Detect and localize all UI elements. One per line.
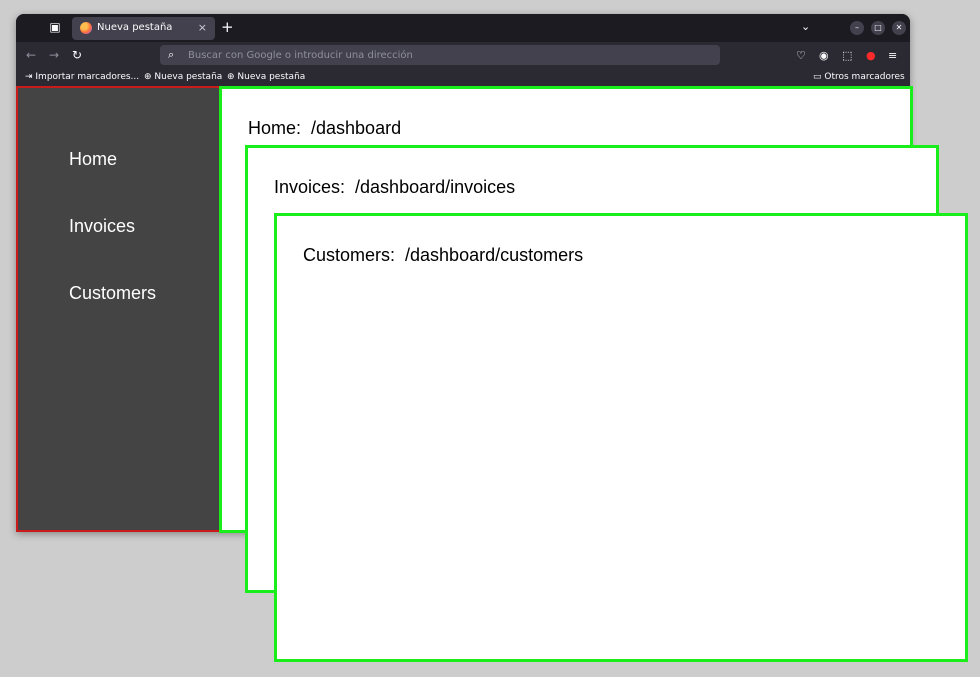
search-icon: ⌕ — [168, 48, 175, 61]
customers-route-label: Customers: /dashboard/customers — [303, 245, 584, 265]
globe-icon: ⊕ — [227, 72, 238, 82]
bookmark-item[interactable]: ⊕ Nueva pestaña — [227, 72, 306, 82]
url-input[interactable] — [188, 47, 708, 63]
sidebar-nav: Home Invoices Customers — [16, 86, 221, 532]
customers-panel: Customers: /dashboard/customers — [274, 213, 968, 662]
tab-close-icon[interactable]: × — [197, 21, 207, 34]
sidebar-link-customers[interactable]: Customers — [69, 283, 157, 303]
tab-nueva-pestana[interactable]: Nueva pestaña × — [72, 17, 215, 40]
reload-icon[interactable]: ↻ — [72, 48, 83, 62]
addon-icon[interactable]: ● — [866, 49, 876, 62]
forward-icon[interactable]: → — [49, 48, 60, 62]
menu-icon[interactable]: ≡ — [888, 49, 898, 62]
new-tab-button[interactable]: + — [221, 18, 234, 36]
url-bar[interactable]: ⌕ — [160, 45, 720, 65]
minimize-button[interactable]: – — [850, 21, 864, 35]
tab-list-icon[interactable]: ▣ — [49, 20, 61, 34]
close-window-button[interactable]: ✕ — [892, 21, 906, 35]
home-route-label: Home: /dashboard — [248, 118, 402, 138]
chevron-down-icon[interactable]: ⌄ — [801, 20, 811, 33]
folder-icon: ▭ — [813, 72, 825, 82]
extensions-icon[interactable]: ⬚ — [842, 49, 853, 62]
account-icon[interactable]: ◉ — [819, 49, 829, 62]
pocket-icon[interactable]: ♡ — [796, 49, 806, 62]
bookmarks-toolbar: ⇥ Importar marcadores... ⊕ Nueva pestaña… — [16, 69, 910, 86]
globe-icon: ⊕ — [144, 72, 155, 82]
sidebar-link-invoices[interactable]: Invoices — [69, 216, 136, 236]
sidebar-link-home[interactable]: Home — [69, 149, 118, 169]
bookmark-item[interactable]: ⊕ Nueva pestaña — [144, 72, 223, 82]
tab-title: Nueva pestaña — [97, 22, 173, 33]
firefox-icon — [80, 22, 92, 34]
invoices-route-label: Invoices: /dashboard/invoices — [274, 177, 516, 197]
back-icon[interactable]: ← — [26, 48, 37, 62]
nav-bar: ← → ↻ ⌕ ♡ ◉ ⬚ ● ≡ — [16, 42, 910, 69]
maximize-button[interactable]: □ — [871, 21, 885, 35]
import-icon: ⇥ — [25, 72, 36, 82]
other-bookmarks[interactable]: ▭ Otros marcadores — [813, 72, 905, 82]
tab-bar: ▣ Nueva pestaña × + ⌄ – □ ✕ — [16, 14, 910, 42]
bookmark-import[interactable]: ⇥ Importar marcadores... — [25, 72, 140, 82]
